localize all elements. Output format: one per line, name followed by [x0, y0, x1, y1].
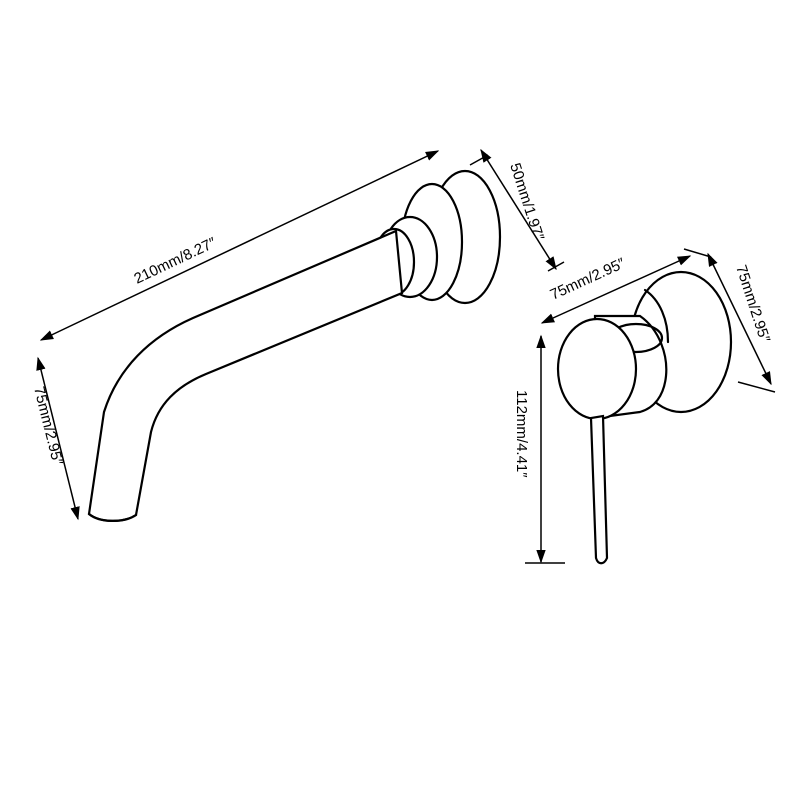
mixer-width-label: 75mm/2.95″ [548, 255, 629, 304]
lever-height-label: 112mm/4.41″ [513, 390, 530, 478]
mixer-handle-face [556, 317, 638, 421]
mixer-drawing [556, 270, 733, 565]
spout-plate-label: 50mm/1.97″ [506, 161, 547, 243]
spout-drawing [87, 169, 502, 522]
spout-tip [87, 512, 138, 522]
mixer-lever [589, 414, 609, 565]
dimension-spout-drop: 75mm/2.95″ [30, 356, 80, 521]
mixer-plate-label: 75mm/2.95″ [732, 263, 773, 345]
dimension-lever-height: 112mm/4.41″ [513, 334, 565, 564]
spout-drop-label: 75mm/2.95″ [30, 385, 66, 468]
